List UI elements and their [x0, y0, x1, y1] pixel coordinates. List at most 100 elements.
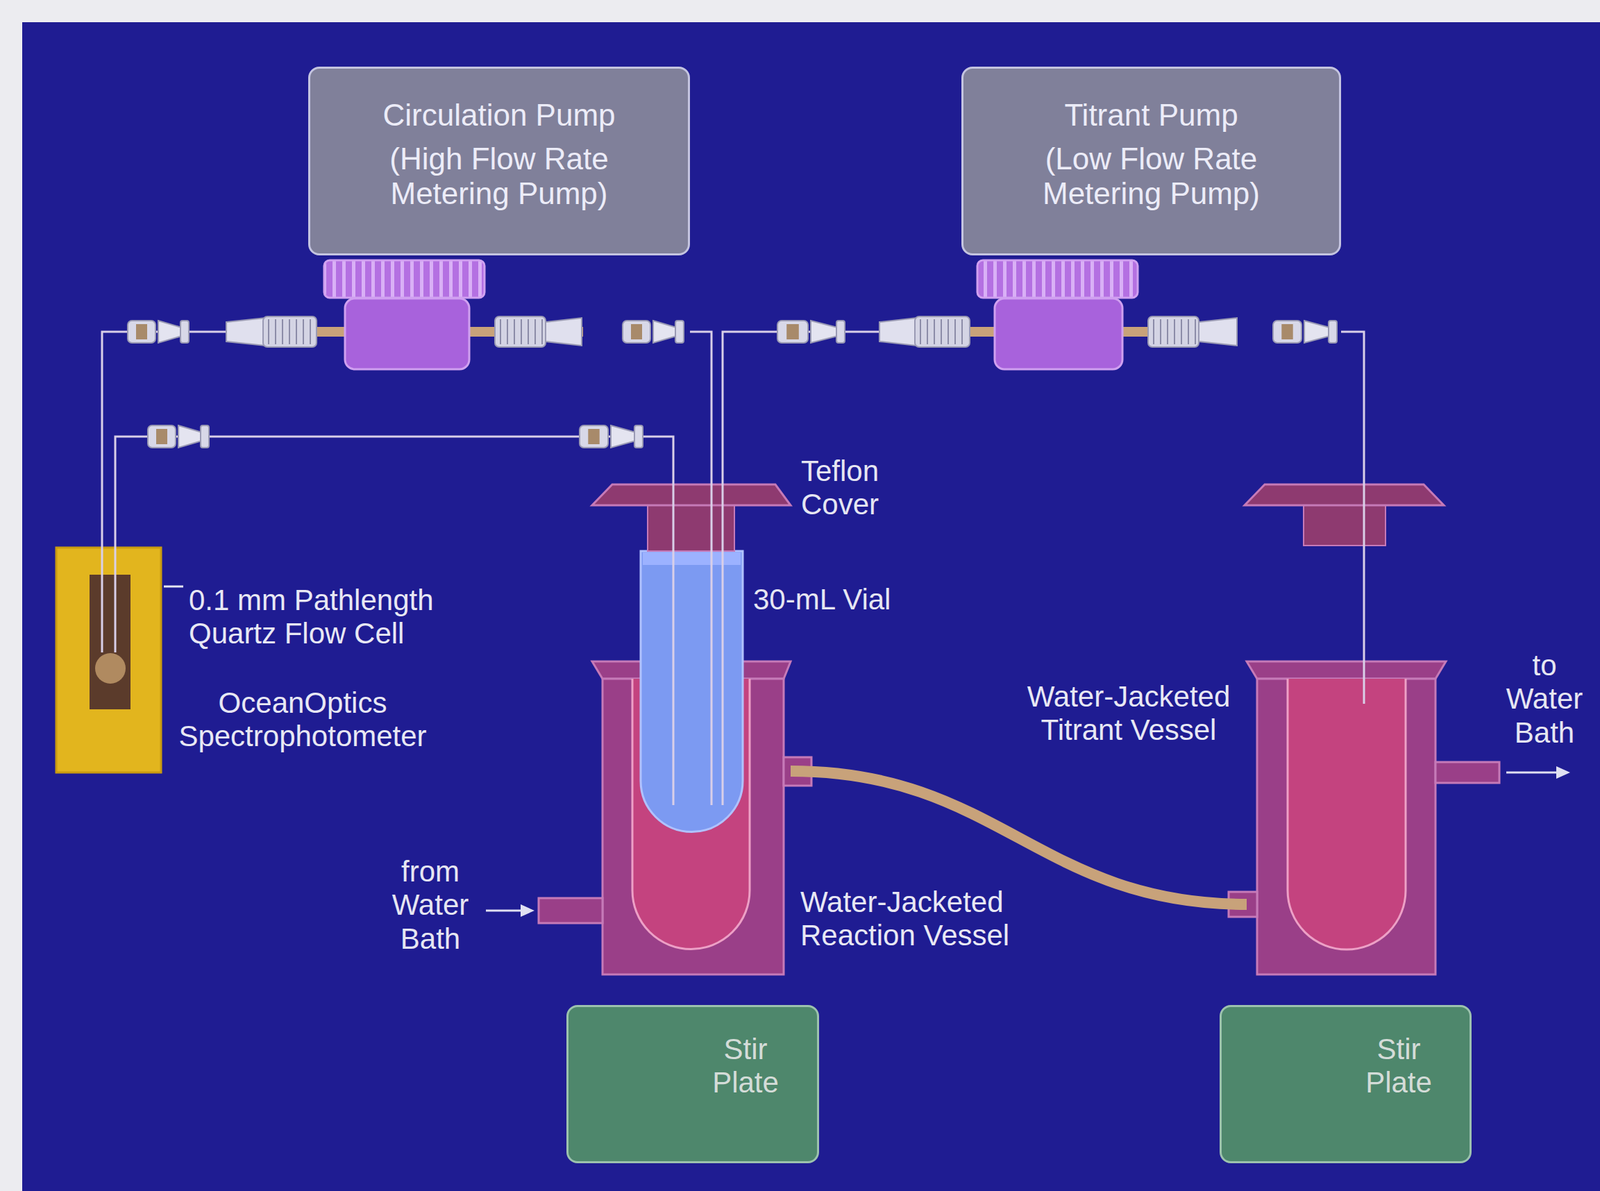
fitting-body — [653, 320, 677, 343]
fitting-nut — [127, 320, 156, 343]
jacket-nozzle — [538, 898, 603, 924]
water-hose — [790, 771, 1247, 905]
vessel-box: Water-Jacketed Titrant Vessel — [1246, 484, 1446, 975]
fitting — [914, 316, 970, 348]
fitting — [1148, 316, 1199, 348]
fitting-rib — [534, 319, 536, 345]
fitting-rib — [940, 319, 942, 345]
cover-plug — [647, 505, 735, 552]
fitting-rib — [954, 319, 956, 345]
pump-housing: Circulation Pump (High Flow Rate Metering… — [308, 66, 690, 256]
pump-collar — [977, 260, 1138, 298]
jacket-nozzle — [1435, 762, 1500, 783]
cell-tube — [101, 547, 104, 653]
part-label: OceanOptics Spectrophotometer — [167, 686, 439, 754]
fitting-rib — [513, 319, 516, 345]
fitting-end — [200, 425, 209, 448]
fitting-core — [786, 324, 799, 340]
fitting-core — [156, 428, 168, 445]
fitting-nut — [1273, 320, 1302, 343]
cell-tube — [114, 547, 117, 653]
tube-in-vial — [672, 484, 675, 806]
fitting — [263, 316, 317, 348]
pump-box: Titrant Pump (Low Flow Rate Metering Pump… — [961, 66, 1342, 373]
flow-cell — [89, 574, 131, 710]
fitting-nut — [622, 320, 651, 343]
fitting-rib — [309, 319, 311, 345]
fitting-rib — [274, 319, 277, 345]
ferrule — [226, 317, 266, 346]
fitting-rib — [520, 319, 522, 345]
fitting-rib — [1180, 319, 1183, 345]
fitting-body — [810, 320, 838, 343]
fitting-rib — [295, 319, 298, 345]
fitting-core — [1281, 324, 1293, 340]
fitting-rib — [933, 319, 936, 345]
tube-in-vial — [710, 484, 713, 806]
tubing — [1341, 331, 1364, 485]
ferrule — [879, 317, 917, 346]
fitting-end — [634, 425, 643, 448]
flow-arrow — [485, 910, 522, 913]
arrow-head — [520, 904, 535, 917]
cover-plug — [1303, 505, 1386, 546]
fitting-rib — [541, 319, 543, 345]
fitting-rib — [1159, 319, 1162, 345]
fitting-body — [610, 425, 636, 448]
fitting-end — [180, 320, 189, 343]
pump-collar — [324, 260, 485, 298]
vial-neck — [642, 552, 741, 566]
fitting-rib — [1187, 319, 1190, 345]
fitting-end — [675, 320, 684, 343]
fitting-rib — [281, 319, 284, 345]
fitting — [494, 316, 546, 348]
callout-label: 30-mL Vial — [753, 583, 934, 617]
flow-arrow — [1506, 771, 1557, 774]
tubing — [115, 436, 674, 548]
pump-housing: Titrant Pump (Low Flow Rate Metering Pump… — [961, 66, 1342, 256]
fitting-nut — [579, 425, 609, 448]
fitting-core — [630, 324, 643, 340]
vial — [640, 551, 743, 833]
spectrophotometer-box: 0.1 mm Pathlength Quartz Flow CellOceanO… — [56, 547, 162, 773]
fitting-rib — [947, 319, 949, 345]
part-label: 0.1 mm Pathlength Quartz Flow Cell — [188, 583, 460, 652]
pump-type: (High Flow Rate Metering Pump) — [360, 141, 638, 212]
pump-head — [344, 298, 470, 370]
fitting-body — [1304, 320, 1330, 343]
cover — [1244, 484, 1444, 506]
tubing — [102, 331, 309, 548]
spectrophotometer — [56, 547, 162, 773]
pump-name: Titrant Pump — [963, 97, 1340, 134]
fitting-body — [178, 425, 202, 448]
fitting-nut — [777, 320, 808, 343]
callout-label: to Water Bath — [1495, 649, 1594, 750]
fitting-core — [587, 428, 600, 445]
pump-name: Circulation Pump — [310, 97, 688, 134]
pump-head — [994, 298, 1123, 370]
jacket-rim — [1246, 661, 1446, 679]
fitting-rib — [926, 319, 929, 345]
leader-line — [163, 585, 184, 588]
arrow-head — [1556, 766, 1571, 779]
tube-in-vial — [721, 484, 724, 806]
fitting-rib — [1166, 319, 1169, 345]
pump-type: (Low Flow Rate Metering Pump) — [1012, 141, 1291, 212]
cell-window — [95, 653, 126, 684]
fitting-rib — [1194, 319, 1197, 345]
fitting-rib — [506, 319, 509, 345]
ferrule — [1198, 317, 1237, 346]
fitting-nut — [147, 425, 176, 448]
part-label: Water-Jacketed Reaction Vessel — [800, 885, 1030, 954]
ferrule — [545, 317, 582, 346]
stir-plate: Stir Plate — [566, 1005, 820, 1164]
callout-label: Teflon Cover — [801, 454, 920, 522]
fitting-rib — [288, 319, 291, 345]
fitting-core — [136, 324, 148, 340]
fitting-rib — [499, 319, 502, 345]
stir-plate: Stir Plate — [1219, 1005, 1472, 1164]
plate-body — [1219, 1005, 1472, 1164]
part-label: Water-Jacketed Titrant Vessel — [1014, 680, 1244, 748]
plate-label: Stir Plate — [1350, 1032, 1448, 1101]
